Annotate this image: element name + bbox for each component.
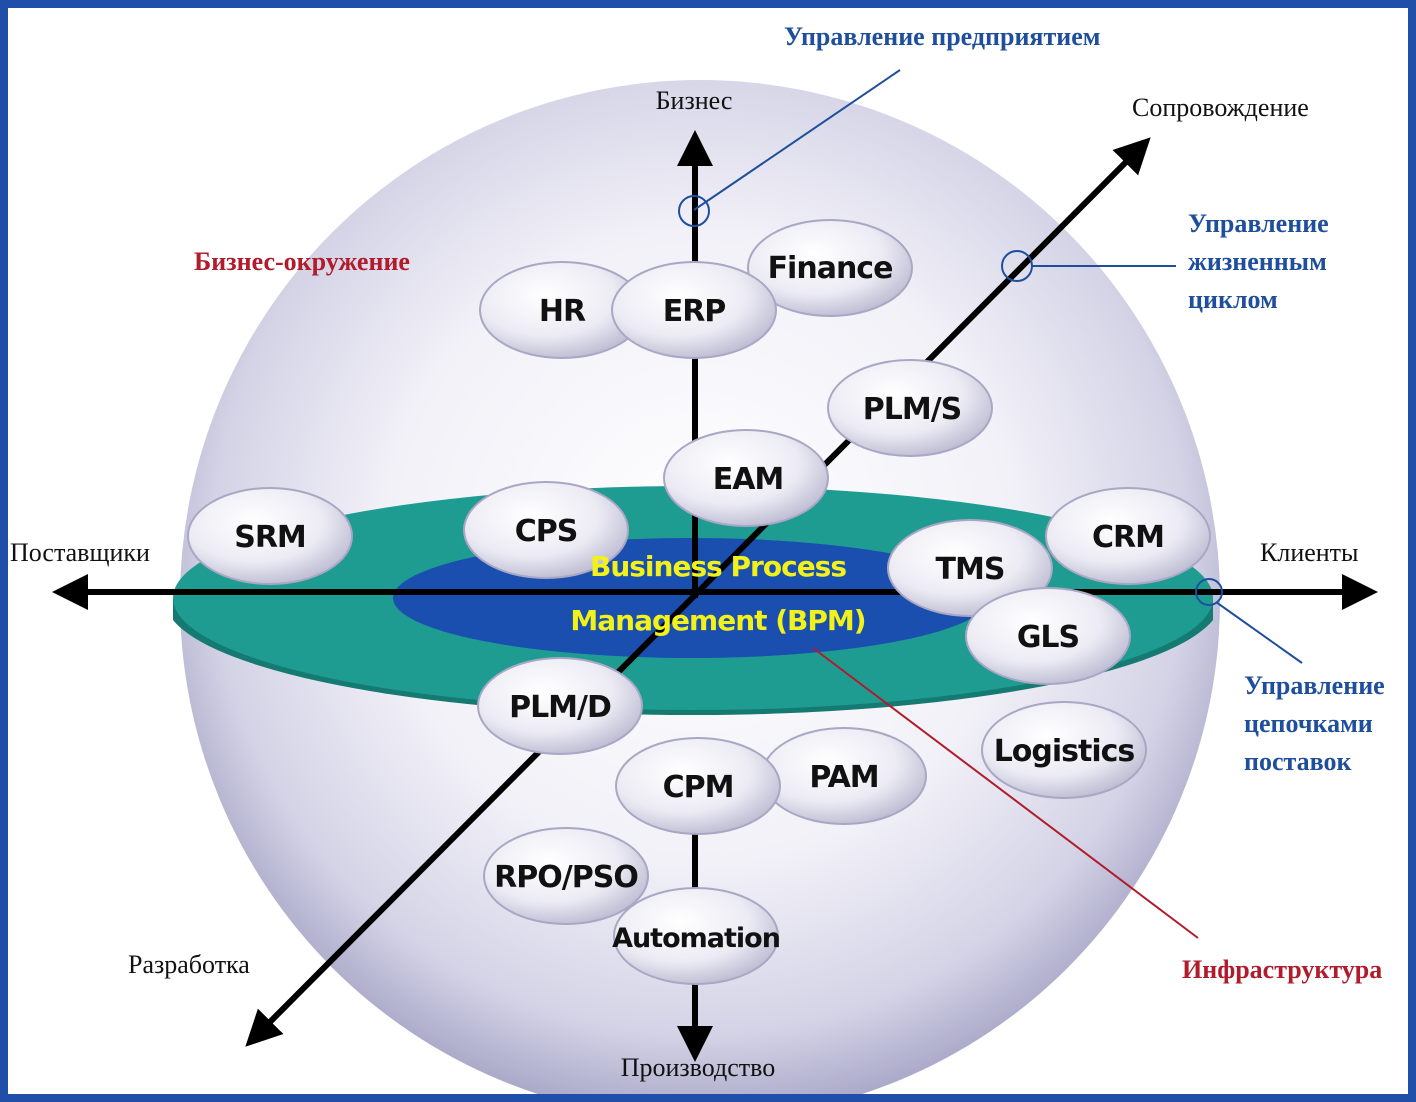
bubble-finance: Finance <box>747 219 913 317</box>
bubble-plms: PLM/S <box>827 359 993 457</box>
bubble-eam: EAM <box>663 429 829 527</box>
bpm-diagram: HR Finance ERP PLM/S EAM SRM CPS CRM <box>10 22 1385 1094</box>
callout-environment: Бизнес-окружение <box>194 247 410 276</box>
callout-lines <box>678 69 1303 939</box>
bpm-title-line1: Business Process <box>590 550 846 583</box>
callout-lifecycle-line1: Управление <box>1188 209 1329 238</box>
bubble-automation: Automation <box>612 887 781 985</box>
bubble-rpo-pso-label: RPO/PSO <box>494 860 638 895</box>
bubbles: HR Finance ERP PLM/S EAM SRM CPS CRM <box>187 219 1211 985</box>
axis-label-production: Производство <box>621 1053 776 1082</box>
axis-label-suppliers: Поставщики <box>10 538 150 567</box>
bubble-logistics-label: Logistics <box>994 734 1135 769</box>
bubble-gls: GLS <box>965 587 1131 685</box>
bubble-automation-label: Automation <box>612 923 780 954</box>
bubble-hr-label: HR <box>539 294 586 329</box>
bubble-plms-label: PLM/S <box>863 392 962 427</box>
bubble-cpm: CPM <box>615 737 781 835</box>
bubble-srm-label: SRM <box>234 520 306 555</box>
callout-infrastructure: Инфраструктура <box>1182 955 1382 984</box>
bubble-erp: ERP <box>611 261 777 359</box>
bubble-cps-label: CPS <box>515 514 578 549</box>
axis-label-business: Бизнес <box>656 86 733 115</box>
callout-lifecycle-line2: жизненным <box>1188 247 1327 276</box>
bubble-crm: CRM <box>1045 487 1211 585</box>
bubble-finance-label: Finance <box>768 251 893 286</box>
bubble-pam: PAM <box>761 727 927 825</box>
axis-label-maintenance: Сопровождение <box>1132 93 1309 122</box>
axis-label-clients: Клиенты <box>1260 538 1359 567</box>
callout-enterprise: Управление предприятием <box>784 22 1101 51</box>
bubble-plmd: PLM/D <box>477 657 643 755</box>
bubble-pam-label: PAM <box>809 760 878 795</box>
diagram-canvas: HR Finance ERP PLM/S EAM SRM CPS CRM <box>8 8 1408 1094</box>
callout-supply-line2: цепочками <box>1244 709 1373 738</box>
bubble-gls-label: GLS <box>1017 620 1079 655</box>
axis-label-development: Разработка <box>128 950 250 979</box>
bubble-tms-label: TMS <box>936 552 1005 587</box>
bubble-cpm-label: CPM <box>663 770 734 805</box>
bubble-cps: CPS <box>463 481 629 579</box>
bubble-plmd-label: PLM/D <box>509 690 611 725</box>
bubble-logistics: Logistics <box>981 701 1147 799</box>
callout-supply-line1: Управление <box>1244 671 1385 700</box>
bubble-erp-label: ERP <box>663 294 726 329</box>
callout-supply-line3: поставок <box>1244 747 1351 776</box>
bubble-srm: SRM <box>187 487 353 585</box>
bubble-rpo-pso: RPO/PSO <box>483 827 649 925</box>
bubble-hr: HR <box>479 261 645 359</box>
bubble-crm-label: CRM <box>1092 520 1164 555</box>
bpm-title-line2: Management (BPM) <box>570 604 865 637</box>
callout-lifecycle-line3: циклом <box>1188 285 1278 314</box>
bubble-eam-label: EAM <box>713 462 784 497</box>
axis-diagonal <box>245 137 1151 1047</box>
